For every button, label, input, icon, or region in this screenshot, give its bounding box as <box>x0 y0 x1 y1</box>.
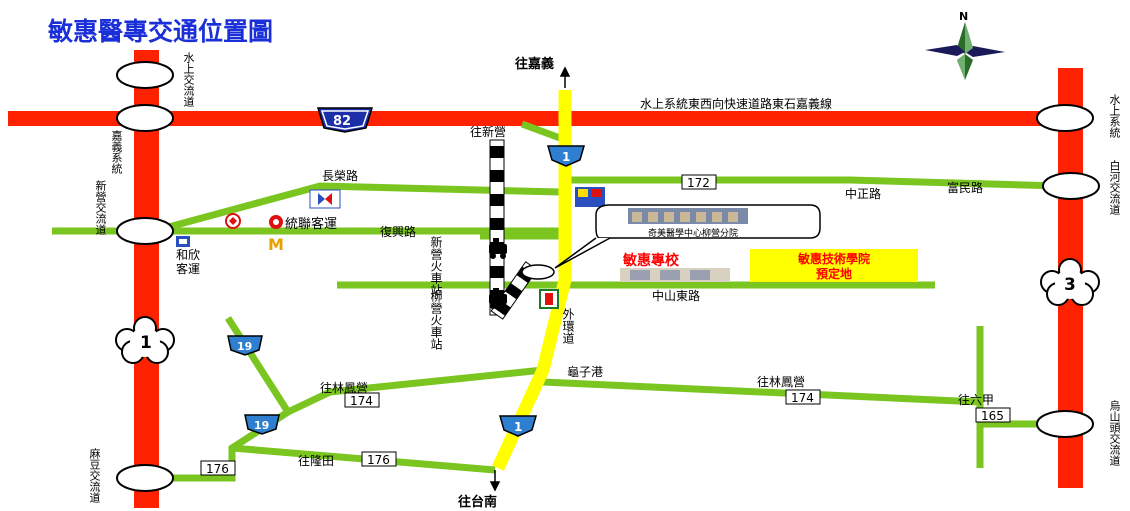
svg-text:1: 1 <box>140 333 152 353</box>
route-172-sign: 172 <box>681 174 717 190</box>
route-165-sign: 165 <box>975 407 1011 423</box>
label-guizigang: 龜子港 <box>567 365 603 379</box>
route-176-sign-east: 176 <box>361 451 397 467</box>
label-fumin-road: 富民路 <box>947 180 983 195</box>
route-176-sign-west: 176 <box>200 460 236 476</box>
label-to-chiayi: 往嘉義 <box>515 56 554 72</box>
carrefour-icon <box>309 189 341 209</box>
changrong-road <box>164 182 561 232</box>
label-interchange-madou: 麻豆交流道 <box>88 448 101 503</box>
label-interchange-xinying: 新營交流道 <box>94 180 107 235</box>
mcdonalds-icon: M <box>268 235 284 254</box>
label-interchange-baihe: 白河交流道 <box>1108 160 1121 215</box>
label-interchange-shuishang-sys: 水上系統 <box>1108 94 1121 138</box>
label-interchange-wushantou: 烏山頭交流道 <box>1108 400 1121 466</box>
post-office-icon <box>225 213 241 229</box>
interchange-shuishang-circle <box>116 61 174 89</box>
label-liuying-station: 柳營火車站 <box>429 290 443 350</box>
interchanges-east <box>1036 104 1100 438</box>
expressway-82-shield-icon: 82 <box>316 107 374 133</box>
svg-text:174: 174 <box>350 394 373 408</box>
svg-text:3: 3 <box>1064 275 1076 295</box>
svg-text:176: 176 <box>206 462 229 476</box>
svg-text:1: 1 <box>562 150 570 164</box>
zhongzheng-road <box>560 176 1061 190</box>
new-campus-box <box>750 249 918 282</box>
svg-text:172: 172 <box>687 176 710 190</box>
label-to-tainan: 往台南 <box>458 494 497 510</box>
interchange-baihe-circle <box>1042 172 1100 200</box>
label-fuxing-road: 復興路 <box>380 224 416 239</box>
label-zhongzheng-road: 中正路 <box>845 186 881 201</box>
route-174-sign-east: 174 <box>785 389 821 405</box>
road-174-east <box>542 378 981 406</box>
label-to-linfengying-east: 往林鳳營 <box>757 374 805 389</box>
route-174-sign-west: 174 <box>344 392 380 408</box>
label-outer-ring: 外環道 <box>561 308 575 344</box>
label-expressway-82: 水上系統東西向快速道路東石嘉義線 <box>640 96 832 111</box>
label-to-longtian: 往隆田 <box>298 453 334 468</box>
label-interchange-jiayi-sys: 嘉義系統 <box>110 130 123 174</box>
seven-eleven-icon <box>539 289 559 309</box>
highway-1-shield-icon: 1 <box>499 415 537 437</box>
svg-text:19: 19 <box>254 419 269 432</box>
interchanges-west <box>116 61 174 492</box>
interchange-xinying-circle <box>116 217 174 245</box>
shop-icon <box>575 187 605 207</box>
arrow-north-icon <box>559 66 571 88</box>
arrow-south-icon <box>489 470 501 492</box>
hospital-callout: 奇美醫學中心柳營分院 <box>554 204 821 269</box>
label-to-linfengying-west: 往林鳳營 <box>320 380 368 395</box>
svg-text:M: M <box>268 235 284 254</box>
svg-text:1: 1 <box>514 420 522 434</box>
label-changrong-road: 長榮路 <box>322 168 358 183</box>
road-to-xinying <box>520 120 562 142</box>
hexin-bus-icon <box>176 236 190 247</box>
interchange-madou-circle <box>116 464 174 492</box>
train-icon <box>489 288 507 309</box>
svg-text:174: 174 <box>791 391 814 405</box>
label-interchange-shuishang: 水上交流道 <box>182 52 195 107</box>
svg-text:165: 165 <box>981 409 1004 423</box>
freeway-1-shield-icon: 1 <box>115 316 175 364</box>
interchange-shuishang-sys-circle <box>1036 104 1094 132</box>
interchange-wushantou-circle <box>1036 410 1094 438</box>
road-174-west <box>286 366 544 416</box>
label-to-liujia: 往六甲 <box>958 392 994 407</box>
svg-text:176: 176 <box>367 453 390 467</box>
compass-icon: N <box>925 10 1005 80</box>
road-19-north <box>225 316 291 414</box>
highway-1-shield-icon: 1 <box>547 145 585 167</box>
route-19-shield-icon: 19 <box>244 414 280 435</box>
label-school: 敏惠專校 <box>622 252 680 269</box>
school-location-marker <box>521 264 555 280</box>
svg-text:82: 82 <box>333 114 351 129</box>
route-19-shield-icon: 19 <box>227 335 263 356</box>
label-new-campus-2: 預定地 <box>816 266 852 281</box>
label-zhongshan-east-road: 中山東路 <box>652 288 700 303</box>
label-hospital: 奇美醫學中心柳營分院 <box>648 227 738 239</box>
compass-north-label: N <box>959 10 968 23</box>
tongye-bus-icon <box>269 215 283 229</box>
freeway-3-shield-icon: 3 <box>1040 258 1100 306</box>
label-tongye-bus: 統聯客運 <box>285 216 337 232</box>
label-hexin-bus-1: 和欣 <box>176 248 200 262</box>
expressway-82 <box>8 111 1083 126</box>
train-icon <box>489 238 507 259</box>
school-building-icon <box>620 268 730 282</box>
interchange-jiayi-sys-circle <box>116 104 174 132</box>
label-new-campus-1: 敏惠技術學院 <box>797 251 870 266</box>
map-title: 敏惠醫專交通位置圖 <box>47 17 273 46</box>
label-hexin-bus-2: 客運 <box>176 261 200 276</box>
label-to-xinying: 往新營 <box>470 124 506 139</box>
svg-text:19: 19 <box>237 340 252 353</box>
label-xinying-station: 新營火車站 <box>429 236 443 296</box>
